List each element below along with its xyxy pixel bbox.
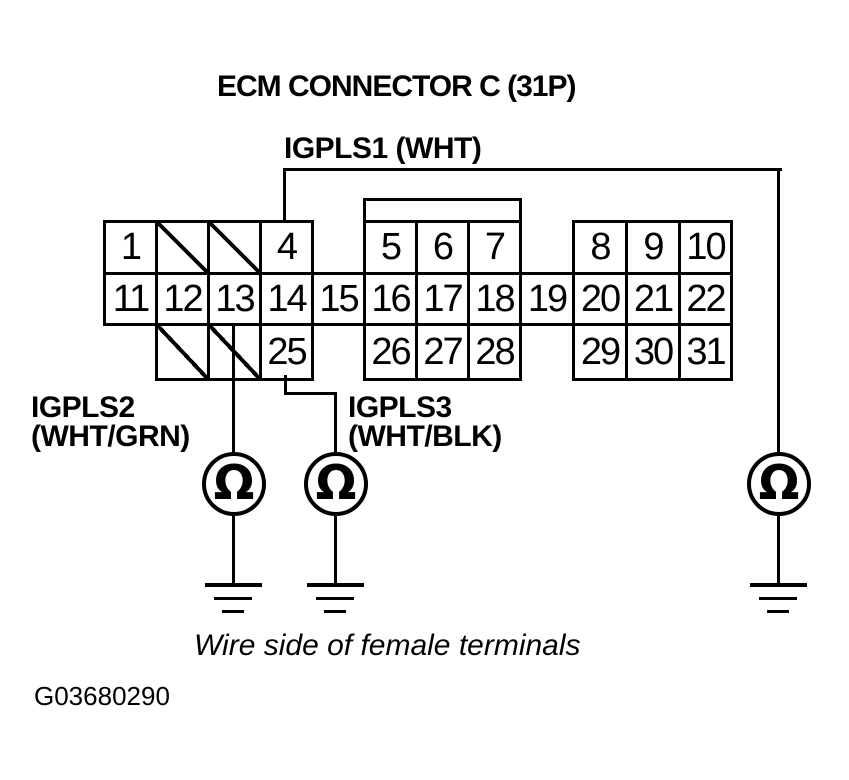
ground-bar [205,583,262,587]
ground-bar [324,610,346,613]
pin-cell-25: 25 [259,323,314,381]
blank-pin-cell [207,220,262,275]
label-igpls3-line2: (WHT/BLK) [348,420,502,453]
pin-number: 12 [163,277,203,320]
ohm-icon: Ω [315,455,357,511]
label-igpls1-text: IGPLS1 (WHT) [284,132,482,165]
pin-cell-18: 18 [467,272,522,326]
ohm-icon: Ω [758,455,800,511]
wire-igpls3-horizontal-jog [284,392,337,395]
pin-number: 27 [423,330,463,373]
pin-cell-11: 11 [103,272,158,326]
pin-number: 16 [371,277,411,320]
pin-cell-14: 14 [259,272,314,326]
wire-ohmmeter3-to-ground [777,513,780,585]
pin-cell-30: 30 [625,323,681,381]
pin-cell-27: 27 [415,323,470,381]
wire-igpls1-vertical-right [777,168,780,455]
pin-number: 18 [475,277,515,320]
ground-bar [316,597,354,600]
wire-igpls2-vertical [232,324,235,455]
pin-cell-1: 1 [103,220,158,275]
document-id: G03680290 [34,681,170,711]
pin-cell-7: 7 [467,220,522,275]
pin-number: 6 [432,226,454,268]
pin-cell-21: 21 [625,272,681,326]
pin-cell-28: 28 [467,323,522,381]
label-igpls3: IGPLS3 (WHT/BLK) [348,391,502,453]
wire-igpls3-vertical-lower [334,392,337,455]
ground-bar [214,597,252,600]
pin-number: 8 [590,226,611,268]
pin-cell-20: 20 [572,272,628,326]
pin-number: 1 [120,226,142,268]
pin-number: 7 [484,226,506,268]
ohmmeter-igpls3: Ω [304,452,368,516]
pin-cell-10: 10 [678,220,733,275]
ohmmeter-igpls1: Ω [747,452,811,516]
pin-number: 30 [633,330,674,373]
pin-number: 10 [686,226,726,268]
pin-number: 15 [319,277,359,320]
blank-pin-cell [155,220,210,275]
pin-cell-12: 12 [155,272,210,326]
pin-number: 25 [267,330,307,373]
pin-cell-8: 8 [572,220,628,275]
label-igpls2-line1: IGPLS2 [31,391,135,424]
pin-number: 9 [643,226,664,268]
label-igpls2-line2: (WHT/GRN) [31,420,190,453]
pin-cell-6: 6 [415,220,470,275]
pin-cell-4: 4 [259,220,314,275]
ground-bar [759,597,797,600]
ground-bar [767,610,789,613]
pin-cell-19: 19 [519,272,575,326]
pin-number: 31 [686,330,726,373]
wire-igpls3-vertical-upper [284,375,287,395]
pin-number: 13 [215,277,255,320]
pin-number: 28 [475,330,515,373]
label-igpls3-line1: IGPLS3 [348,391,452,424]
pin-cell-26: 26 [363,323,418,381]
ohm-icon: Ω [213,455,255,511]
pin-number: 17 [423,277,463,320]
label-igpls1: IGPLS1 (WHT) [284,132,482,165]
wire-igpls1-vertical-left [283,168,286,223]
pin-cell-5: 5 [363,220,418,275]
pin-cell-9: 9 [625,220,681,275]
ground-bar [750,583,807,587]
wire-igpls1-horizontal-top [283,168,782,171]
pin-number: 26 [371,330,411,373]
pin-number: 20 [580,277,621,320]
ground-bar [307,583,364,587]
pin-cell-16: 16 [363,272,418,326]
ground-bar [222,610,244,613]
pin-number: 14 [267,277,307,320]
pin-number: 22 [686,277,726,320]
wire-ohmmeter2-to-ground [334,513,337,585]
pin-number: 4 [276,226,298,268]
pin-cell-17: 17 [415,272,470,326]
pin-number: 19 [527,277,568,320]
pin-number: 29 [580,330,621,373]
pin-cell-29: 29 [572,323,628,381]
pin-cell-13: 13 [207,272,262,326]
pin-number: 5 [380,226,402,268]
blank-pin-cell [155,323,210,381]
pin-cell-15: 15 [311,272,366,326]
pin-cell-22: 22 [678,272,733,326]
label-igpls2: IGPLS2 (WHT/GRN) [31,391,190,453]
pin-number: 21 [633,277,674,320]
wire-ohmmeter1-to-ground [232,513,235,585]
pin-number: 11 [112,277,150,320]
ohmmeter-igpls2: Ω [202,452,266,516]
pin-cell-31: 31 [678,323,733,381]
diagram-caption: Wire side of female terminals [194,629,581,662]
page-title: ECM CONNECTOR C (31P) [217,70,576,103]
